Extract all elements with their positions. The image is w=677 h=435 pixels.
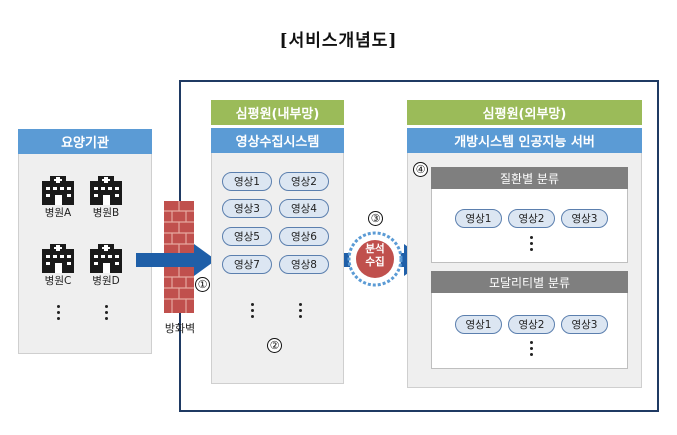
- step-2-badge: ②: [267, 338, 282, 353]
- image-db: 영상2: [508, 209, 555, 228]
- image-db: 영상1: [455, 209, 502, 228]
- hospital-d: 병원D: [84, 243, 128, 288]
- image-db: 영상6: [279, 227, 329, 246]
- step-1-badge: ①: [195, 277, 210, 292]
- hospital-icon: [42, 244, 74, 273]
- more-hospitals-dots: [103, 305, 109, 320]
- hospital-label: 병원D: [92, 275, 120, 287]
- arrow-through-firewall: [160, 253, 200, 267]
- internal-system-header: 영상수집시스템: [211, 128, 344, 153]
- image-db: 영상3: [561, 315, 608, 334]
- image-db: 영상4: [279, 199, 329, 218]
- external-network-header: 심평원(외부망): [407, 100, 642, 125]
- image-db: 영상1: [455, 315, 502, 334]
- hospital-a: 병원A: [36, 175, 80, 220]
- hospital-icon: [90, 244, 122, 273]
- more-images-dots: [249, 303, 255, 318]
- hospital-icon: [42, 176, 74, 205]
- internal-network-header: 심평원(내부망): [211, 100, 344, 125]
- disease-classification-header: 질환별 분류: [431, 167, 628, 189]
- hospital-label: 병원C: [44, 275, 72, 287]
- image-db: 영상2: [279, 172, 329, 191]
- analysis-collect-label: 분석 수집: [355, 243, 395, 269]
- external-server-header: 개방시스템 인공지능 서버: [407, 128, 642, 153]
- more-images-dots: [528, 341, 534, 356]
- hospital-icon: [90, 176, 122, 205]
- institutions-panel: [18, 129, 152, 354]
- hospital-label: 병원A: [44, 207, 72, 219]
- image-db: 영상3: [222, 199, 272, 218]
- institutions-header: 요양기관: [18, 129, 152, 154]
- firewall-label: 방화벽: [164, 322, 196, 335]
- analysis-collect-badge-ring: [347, 231, 403, 287]
- image-db: 영상5: [222, 227, 272, 246]
- hospital-c: 병원C: [36, 243, 80, 288]
- image-db: 영상1: [222, 172, 272, 191]
- image-db: 영상2: [508, 315, 555, 334]
- step-3-badge: ③: [368, 211, 383, 226]
- more-images-dots: [297, 303, 303, 318]
- image-db: 영상8: [279, 255, 329, 274]
- analysis-label-line2: 수집: [365, 256, 385, 268]
- page-title: [서비스개념도]: [279, 31, 398, 51]
- image-db: 영상3: [561, 209, 608, 228]
- step-4-badge: ④: [413, 162, 428, 177]
- hospital-label: 병원B: [92, 207, 120, 219]
- more-images-dots: [528, 236, 534, 251]
- modality-classification-header: 모달리티별 분류: [431, 271, 628, 293]
- hospital-b: 병원B: [84, 175, 128, 220]
- analysis-label-line1: 분석: [365, 243, 385, 255]
- more-hospitals-dots: [55, 305, 61, 320]
- image-db: 영상7: [222, 255, 272, 274]
